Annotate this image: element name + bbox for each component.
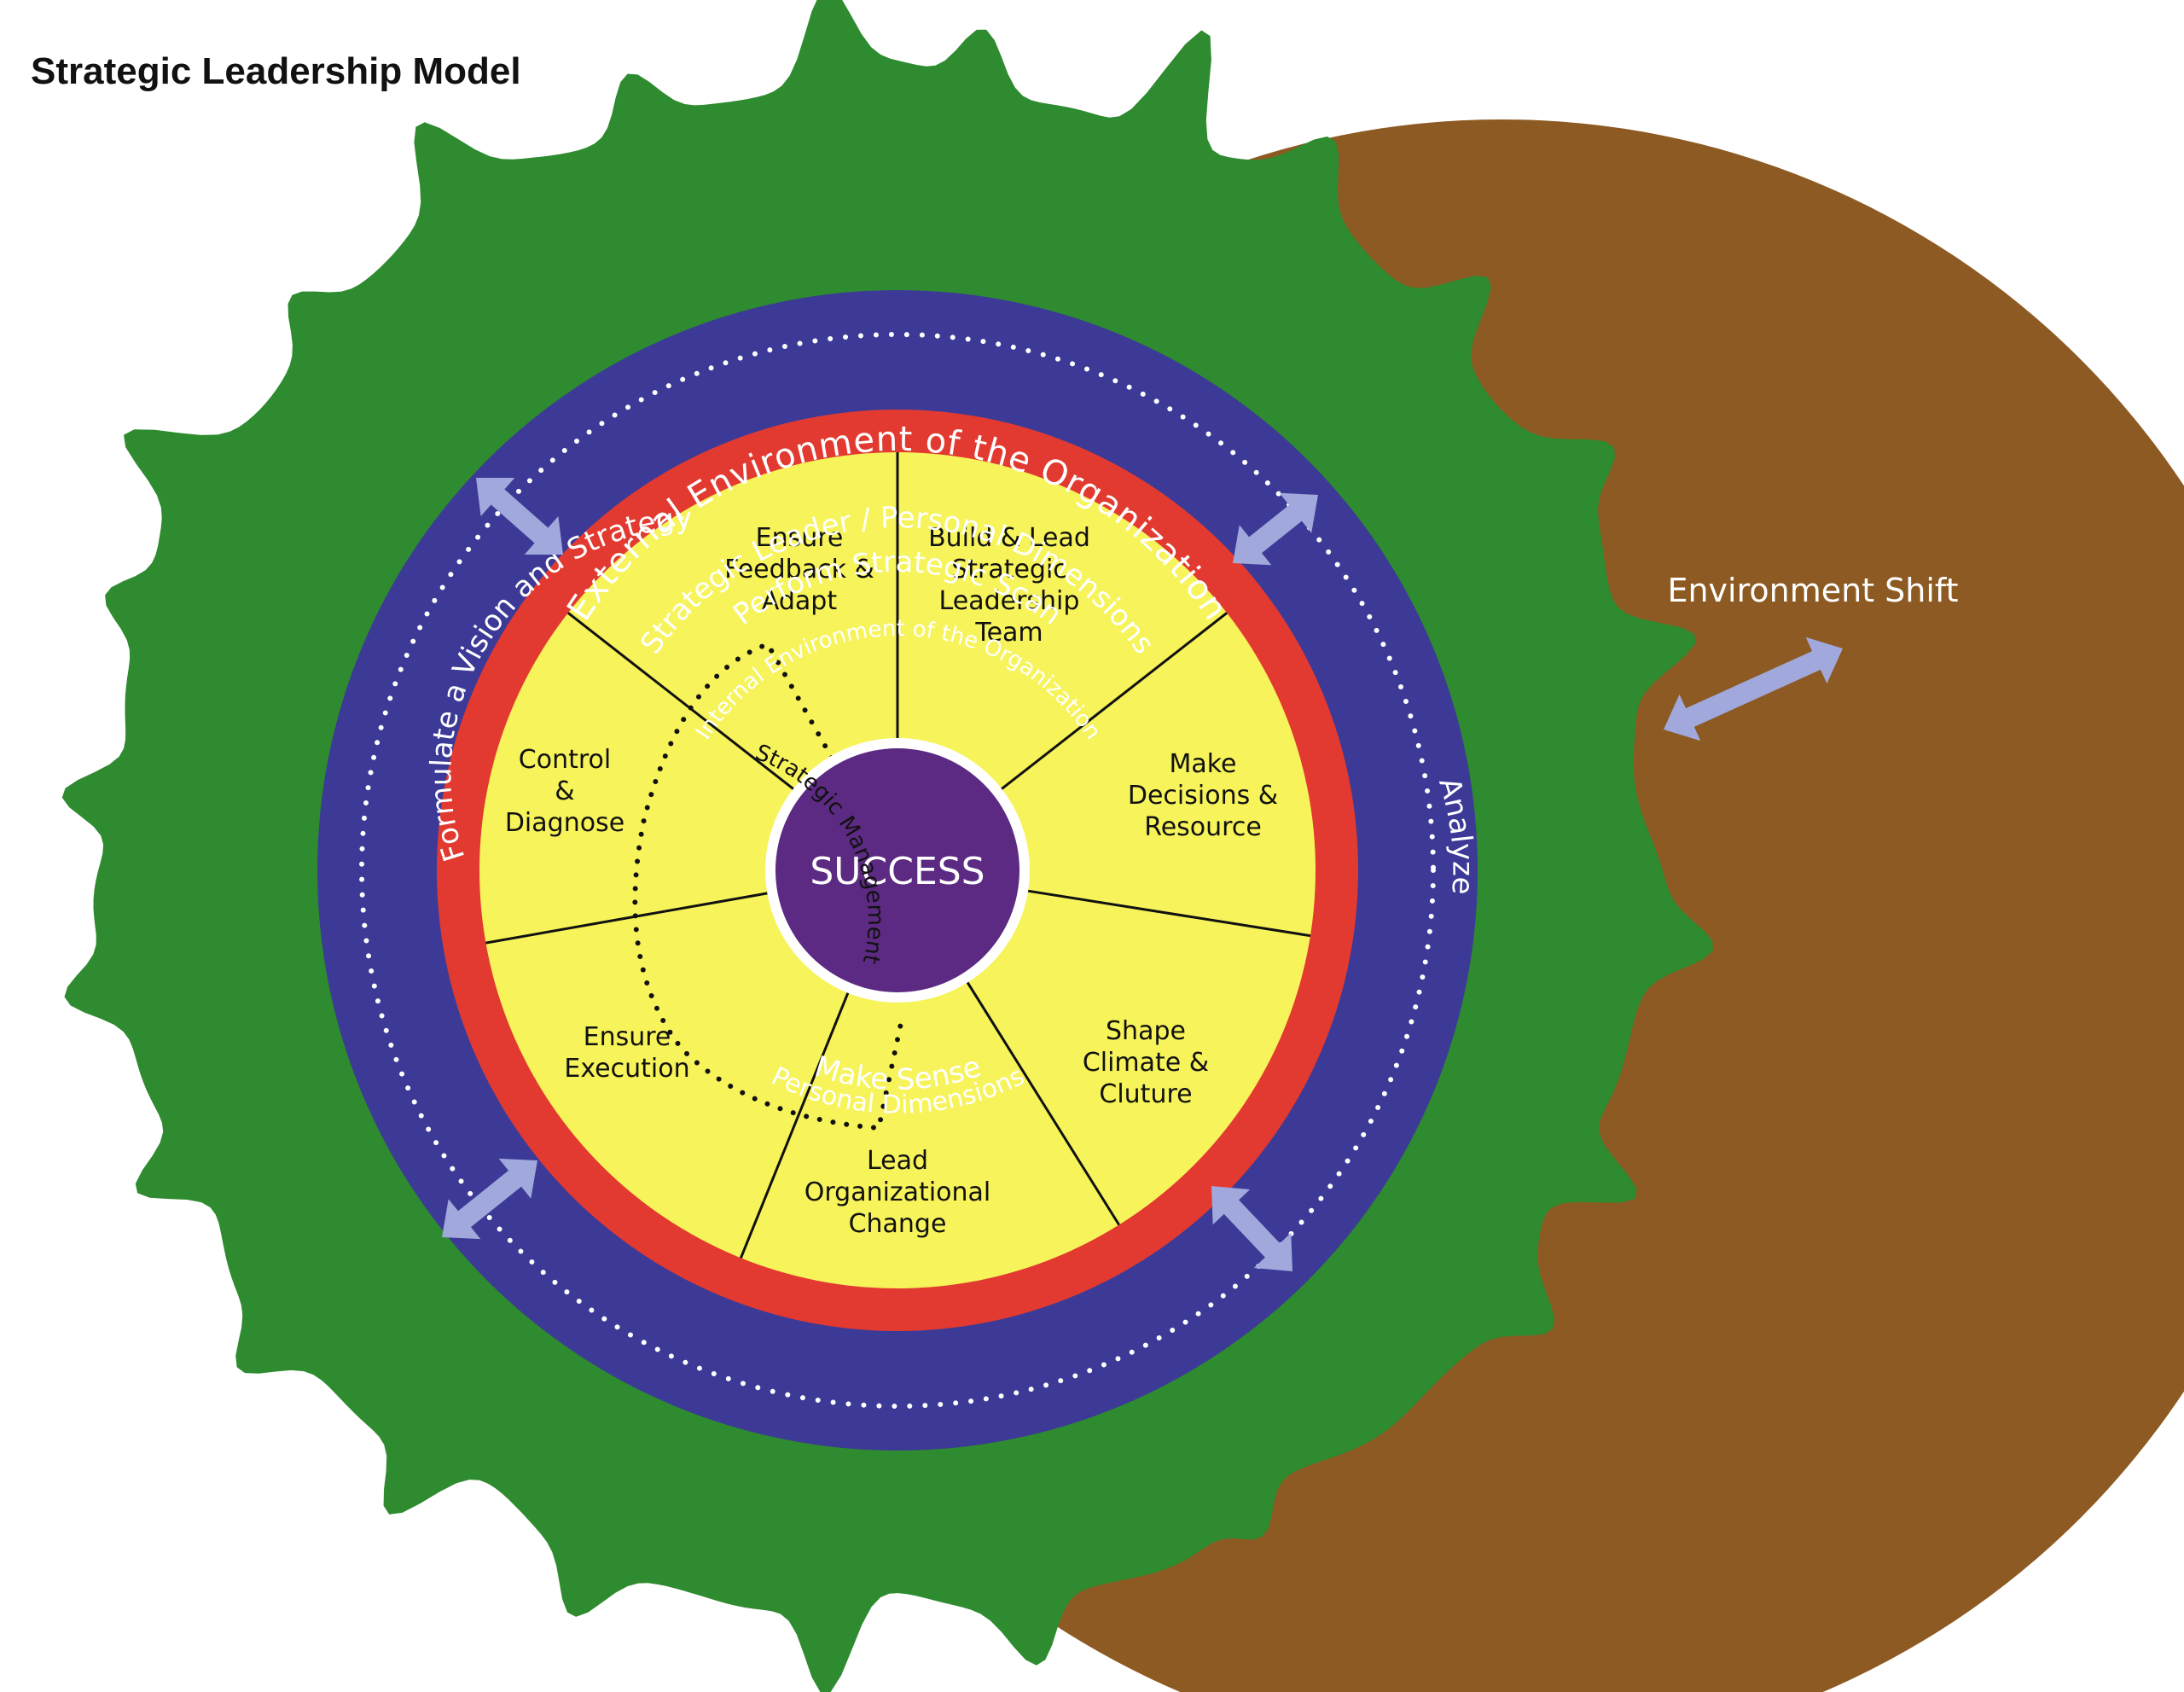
segment-divider bbox=[1001, 612, 1228, 790]
segment-label-line: Adapt bbox=[762, 586, 837, 616]
environment-shift-label: Environment Shift bbox=[1667, 572, 1958, 609]
double-arrow-icon bbox=[476, 478, 563, 555]
segment-label-line: Decisions & bbox=[1128, 781, 1278, 811]
segment-label-line: Control bbox=[519, 745, 611, 775]
segment-divider bbox=[740, 992, 850, 1259]
segment-label-line: Shape bbox=[1106, 1016, 1186, 1046]
segment-label-control: Control&Diagnose bbox=[505, 745, 624, 838]
segment-label-line: Execution bbox=[564, 1054, 689, 1084]
segment-label-line: Change bbox=[849, 1209, 947, 1239]
segment-divider bbox=[1027, 889, 1311, 938]
scan-dotted-ring bbox=[359, 332, 1436, 1409]
segment-divider bbox=[966, 981, 1120, 1226]
segment-label-line: Cluture bbox=[1099, 1079, 1192, 1109]
double-arrow-icon bbox=[442, 1158, 537, 1240]
success-circle bbox=[775, 748, 1019, 992]
segment-label-line: & bbox=[555, 776, 574, 806]
segment-label-line: Lead bbox=[867, 1146, 928, 1176]
success-label: SUCCESS bbox=[810, 850, 985, 893]
segment-label-line: Build & Lead bbox=[928, 523, 1090, 553]
arrows bbox=[442, 478, 1843, 1271]
segment-label-line: Organizational bbox=[804, 1177, 991, 1207]
segment-dividers bbox=[485, 452, 1311, 1259]
double-arrow-icon bbox=[1211, 1186, 1292, 1271]
page-title: Strategic Leadership Model bbox=[31, 50, 521, 92]
double-arrow-icon bbox=[1664, 637, 1843, 741]
segment-label-line: Team bbox=[974, 618, 1043, 648]
segment-label-line: Diagnose bbox=[505, 808, 624, 838]
segment-label-line: Ensure bbox=[756, 523, 844, 553]
segment-divider bbox=[485, 892, 768, 945]
segment-label-line: Strategic bbox=[951, 555, 1067, 584]
segment-label-line: Leadership bbox=[939, 586, 1080, 616]
double-arrow-icon bbox=[1233, 492, 1318, 566]
segment-label-line: Feedback & bbox=[724, 555, 874, 584]
strategic-management-boundary bbox=[632, 641, 905, 1131]
segment-label-line: Make bbox=[1169, 749, 1236, 779]
segment-divider bbox=[566, 612, 794, 790]
segment-label-line: Ensure bbox=[584, 1022, 671, 1052]
segment-label-line: Climate & bbox=[1083, 1048, 1209, 1078]
segment-label-line: Resource bbox=[1144, 812, 1262, 842]
